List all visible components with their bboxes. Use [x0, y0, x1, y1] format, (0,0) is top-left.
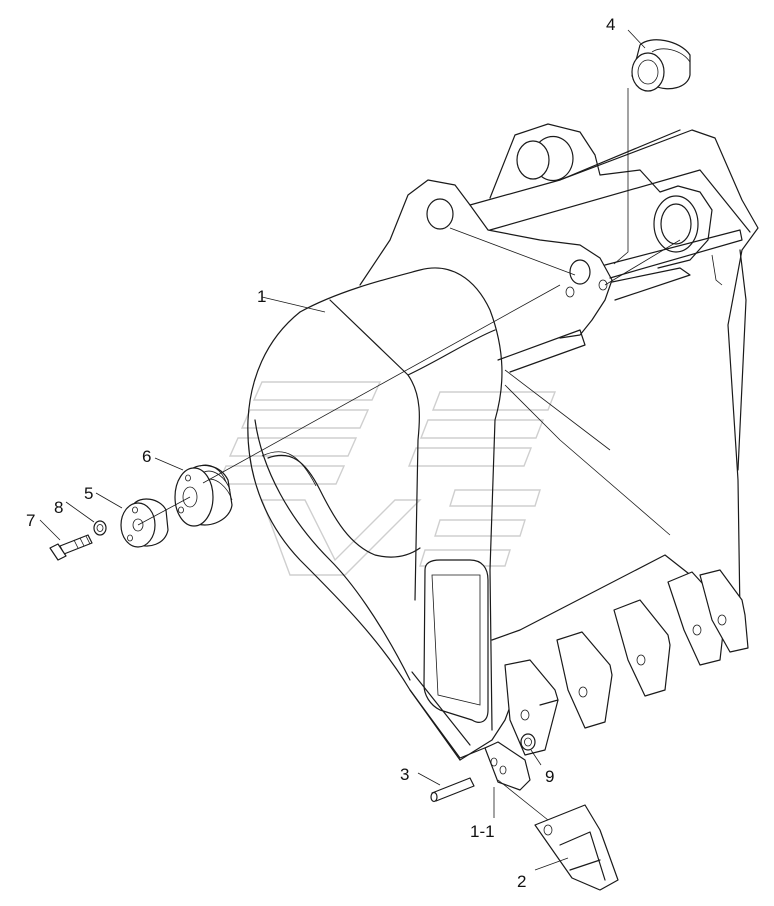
callout-7: 7	[26, 511, 35, 530]
part-4-bushing	[631, 39, 691, 92]
callout-3: 3	[400, 765, 409, 784]
callout-6: 6	[142, 447, 151, 466]
callout-1-1: 1-1	[470, 822, 495, 841]
part-3-pin	[430, 777, 475, 803]
part-8-washer	[93, 520, 107, 536]
bucket-body	[247, 123, 759, 761]
part-7-bolt	[49, 534, 93, 561]
callout-9: 9	[545, 767, 554, 786]
teeth-row	[484, 569, 749, 791]
callout-8: 8	[54, 498, 63, 517]
callout-labels: 1 1-1 2 3 4 5 6 7 8 9	[26, 15, 615, 891]
callout-5: 5	[84, 484, 93, 503]
callout-4: 4	[606, 15, 615, 34]
callout-1: 1	[257, 287, 266, 306]
part-5-plate	[120, 498, 169, 548]
part-9-retainer	[520, 733, 536, 751]
leader-lines	[39, 29, 646, 871]
callout-2: 2	[517, 872, 526, 891]
watermark-logo	[216, 381, 557, 576]
part-6-threaded-bushing	[174, 464, 233, 527]
part-2-tooth-point	[534, 804, 619, 891]
